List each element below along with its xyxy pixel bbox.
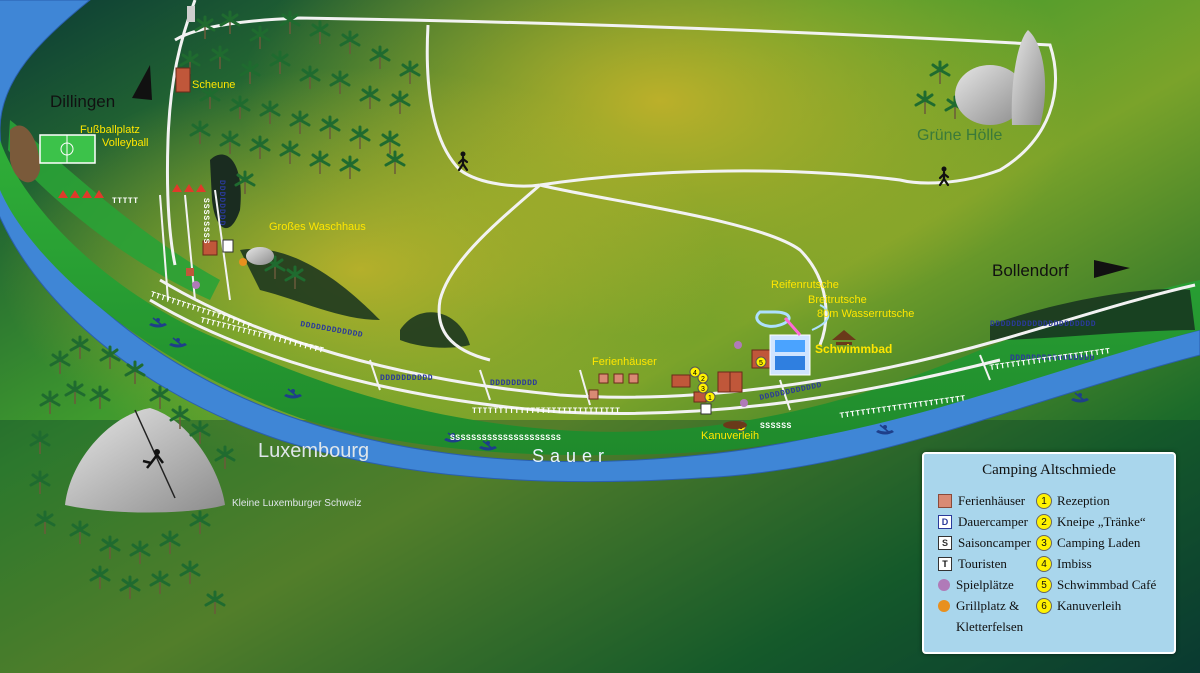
label-scheune: Scheune xyxy=(192,79,236,91)
orange-dot-icon xyxy=(938,600,950,612)
paths xyxy=(149,0,1196,415)
label-bollendorf: Bollendorf xyxy=(992,261,1069,280)
number-4-icon: 4 xyxy=(1036,556,1052,572)
pitch-row-s-kanu: SSSSSS xyxy=(760,422,792,431)
label-waschhaus: Großes Waschhaus xyxy=(269,221,366,233)
legend-item-ferienhaeuser: Ferienhäuser xyxy=(938,491,1025,511)
legend-item-dauercamper: D Dauercamper xyxy=(938,512,1028,532)
svg-text:5: 5 xyxy=(759,360,763,367)
number-3-icon: 3 xyxy=(1036,535,1052,551)
label-ferienhaeuser: Ferienhäuser xyxy=(592,356,657,368)
label-dillingen: Dillingen xyxy=(50,92,116,111)
purple-dot-icon xyxy=(938,579,950,591)
legend-item-imbiss: 4 Imbiss xyxy=(1036,554,1092,574)
number-2-icon: 2 xyxy=(1036,514,1052,530)
label-wasserrutsche: 80m Wasserrutsche xyxy=(817,308,915,320)
legend-item-saisoncamper: S Saisoncamper xyxy=(938,533,1031,553)
pitch-row-d-east: DDDDDDDDDDDDDDDDDDDD xyxy=(990,320,1096,329)
pitch-row-d-mid: DDDDDDDDDD xyxy=(380,374,433,383)
climbing-rock xyxy=(65,408,225,513)
buildings xyxy=(175,6,771,415)
svg-text:2: 2 xyxy=(701,376,705,383)
arrow-dillingen-icon xyxy=(132,65,152,100)
label-reifenrutsche: Reifenrutsche xyxy=(771,279,839,291)
svg-text:4: 4 xyxy=(693,370,697,377)
arrow-bollendorf-icon xyxy=(1094,260,1130,278)
legend-item-kanuverleih: 6 Kanuverleih xyxy=(1036,596,1121,616)
pitch-row-d-mid2: DDDDDDDDD xyxy=(490,379,538,388)
label-kleine-luxemburger-schweiz: Kleine Luxemburger Schweiz xyxy=(232,498,362,509)
svg-text:1: 1 xyxy=(708,395,712,402)
s-marker-icon: S xyxy=(938,536,952,550)
pitch-row-s-river: SSSSSSSSSSSSSSSSSSSSS xyxy=(450,434,561,443)
legend-item-grillplatz: Grillplatz & xyxy=(938,596,1019,616)
markers xyxy=(192,247,748,407)
square-brown-icon xyxy=(938,494,952,508)
d-marker-icon: D xyxy=(938,515,952,529)
map-legend: Camping Altschmiede Ferienhäuser D Dauer… xyxy=(922,452,1176,654)
pitch-col-s-west: SSSSSSSS xyxy=(201,198,210,244)
pitch-row-d-east2: DDDDDDDDDDDDDDDD xyxy=(1010,354,1095,363)
legend-item-kneipe: 2 Kneipe „Tränke“ xyxy=(1036,512,1146,532)
label-volleyball: Volleyball xyxy=(102,137,149,149)
pitch-col-t-west: TTTTT xyxy=(112,197,139,206)
number-1-icon: 1 xyxy=(1036,493,1052,509)
legend-item-touristen: T Touristen xyxy=(938,554,1007,574)
legend-item-schwimmbad-cafe: 5 Schwimmbad Café xyxy=(1036,575,1156,595)
label-luxembourg: Luxembourg xyxy=(258,440,370,462)
football-field xyxy=(39,134,96,164)
label-schwimmbad: Schwimmbad xyxy=(815,342,893,356)
legend-title: Camping Altschmiede xyxy=(982,462,1116,478)
label-gruene-hoelle: Grüne Hölle xyxy=(917,127,1003,144)
meadow-area xyxy=(0,140,1200,456)
legend-item-camping-laden: 3 Camping Laden xyxy=(1036,533,1140,553)
map-numbers: 4 2 3 1 5 6 xyxy=(689,356,767,432)
number-6-icon: 6 xyxy=(1036,598,1052,614)
label-fussballplatz: Fußballplatz xyxy=(80,124,140,136)
tents xyxy=(58,184,206,198)
legend-item-spielplaetze: Spielplätze xyxy=(938,575,1014,595)
legend-item-rezeption: 1 Rezeption xyxy=(1036,491,1110,511)
number-5-icon: 5 xyxy=(1036,577,1052,593)
pitch-col-d-west: DDDDDDDD xyxy=(217,180,226,226)
pitch-row-t-river: TTTTTTTTTTTTTTTTTTTTTTTTTTTT xyxy=(472,407,620,416)
t-marker-icon: T xyxy=(938,557,952,571)
swimming-pool xyxy=(755,304,856,376)
label-kanuverleih: Kanuverleih xyxy=(701,430,760,442)
gruene-hoelle-rocks xyxy=(955,30,1046,125)
label-breitrutsche: Breitrutsche xyxy=(808,294,867,306)
svg-text:3: 3 xyxy=(701,386,705,393)
legend-item-kletterfelsen: Kletterfelsen xyxy=(956,619,1024,634)
label-river-sauer: Sauer xyxy=(532,446,611,466)
